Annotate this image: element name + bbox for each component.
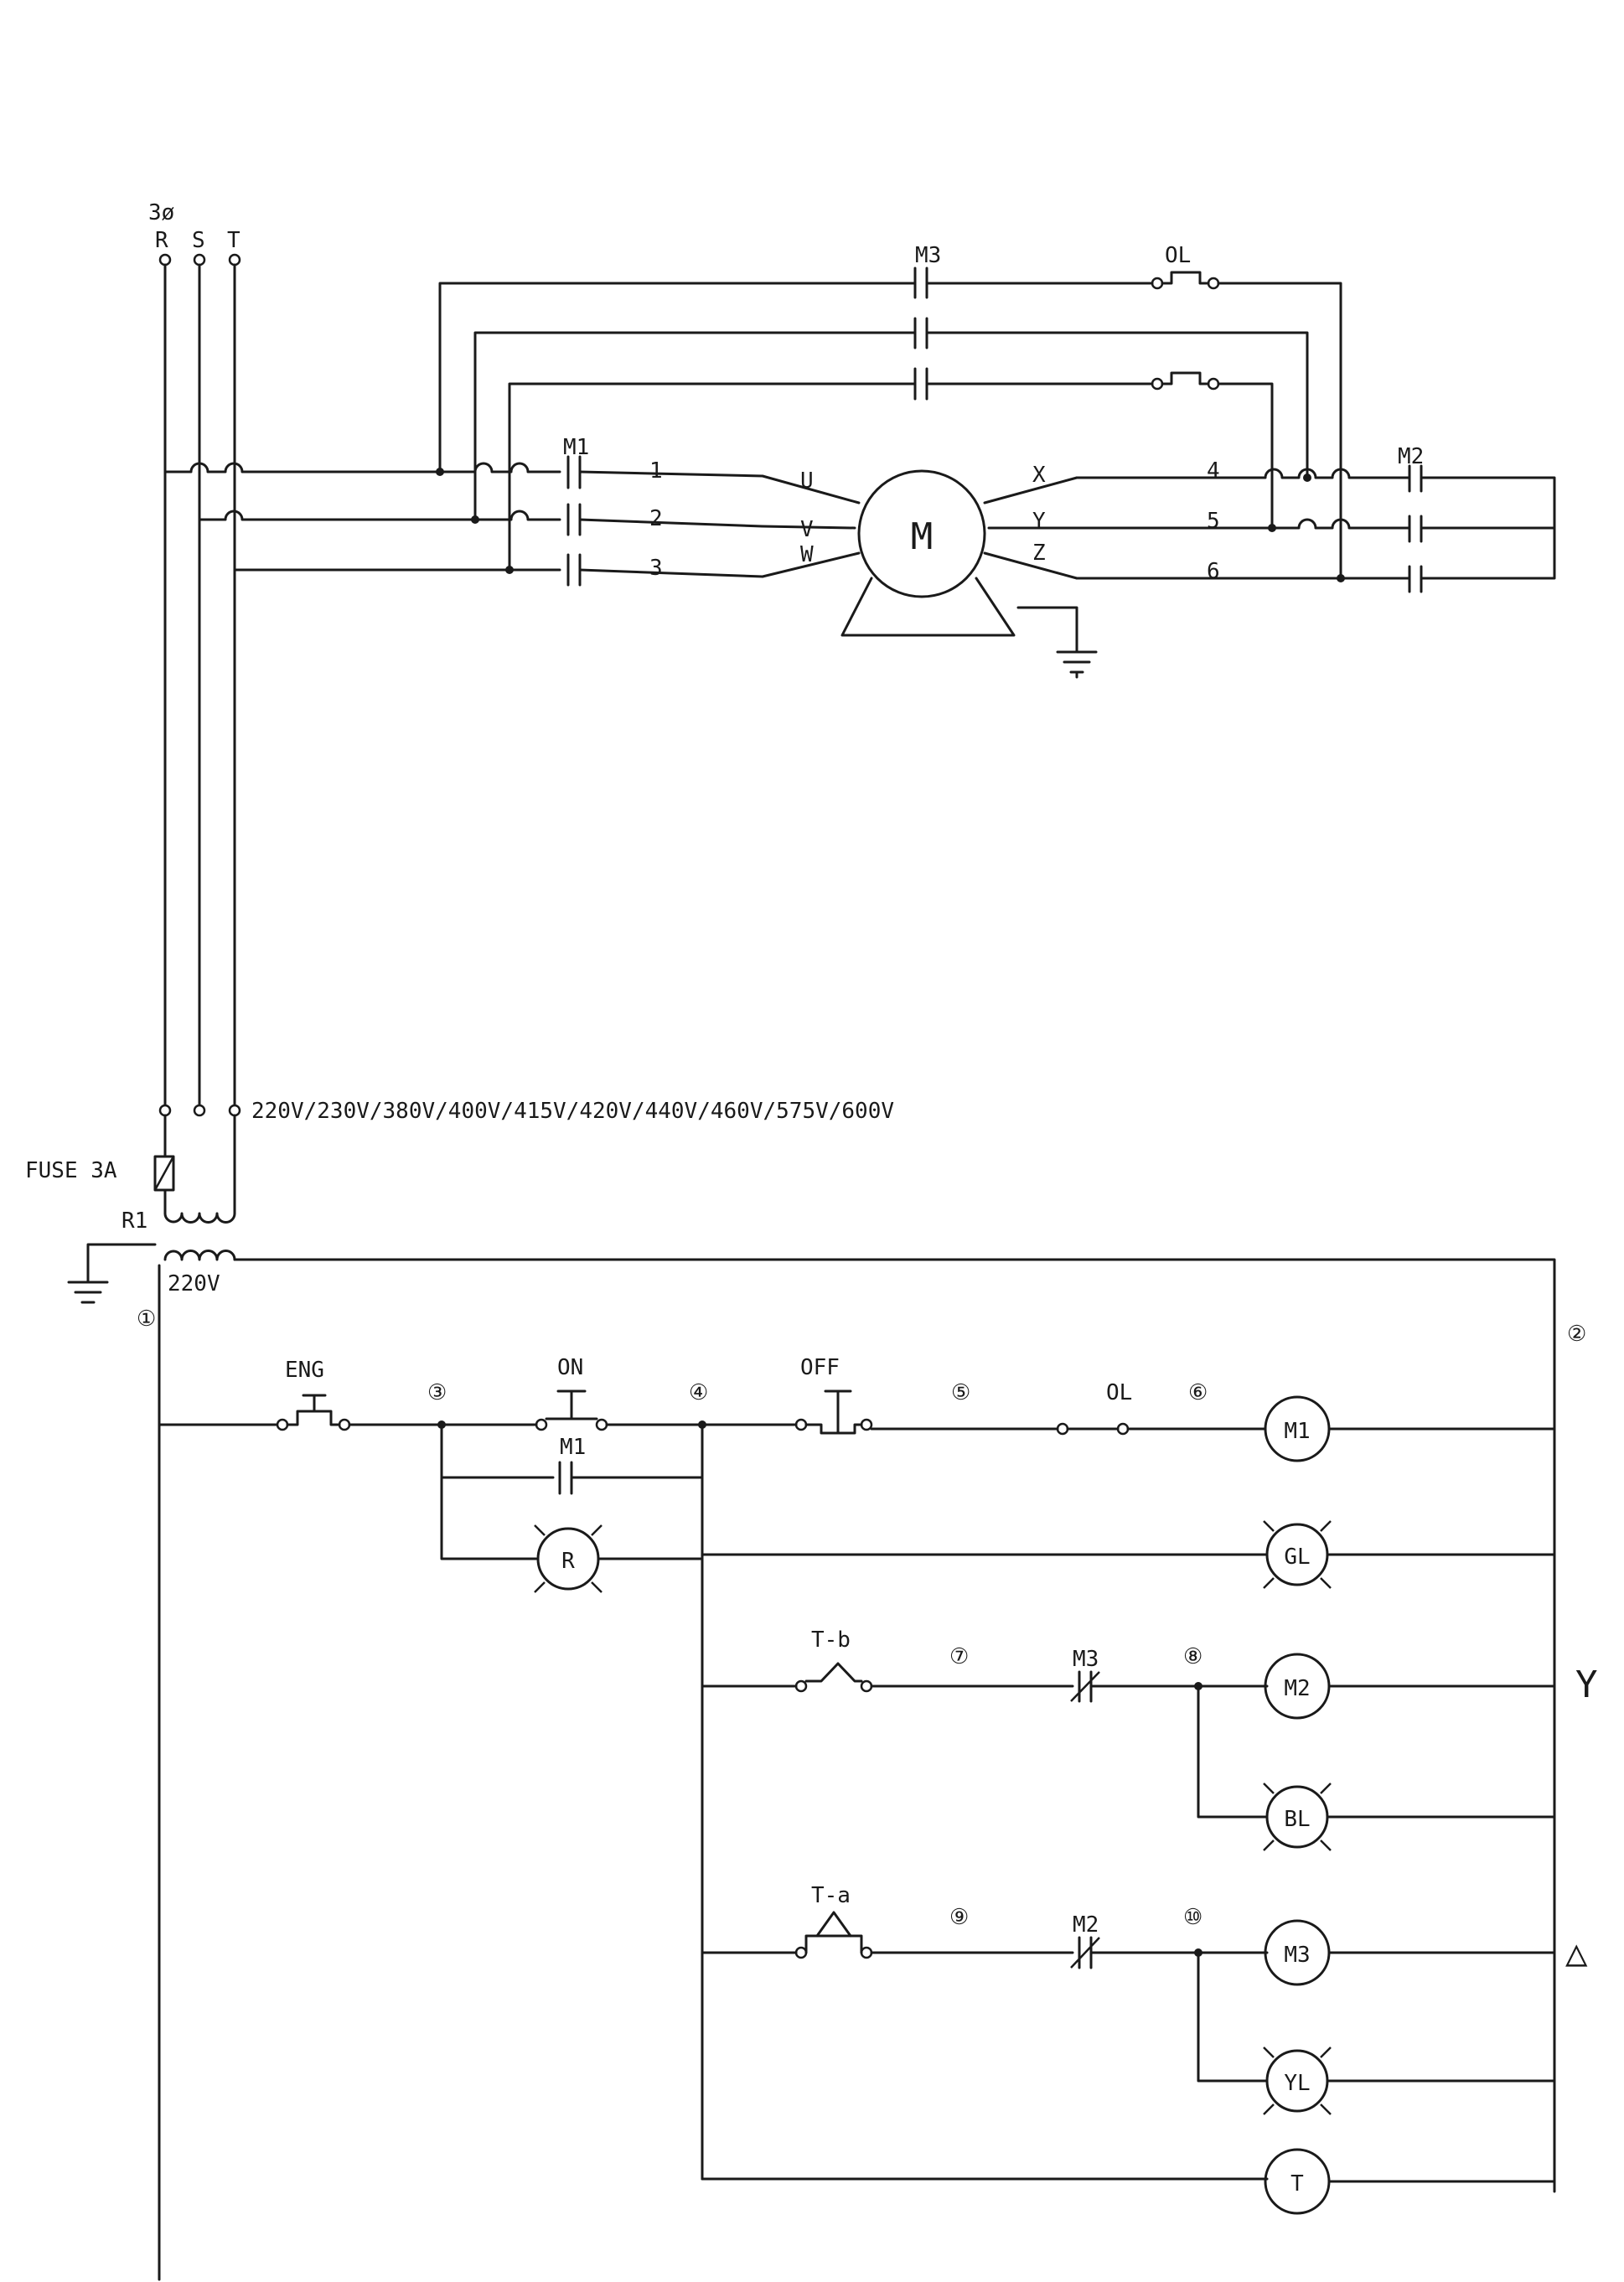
ta-label: T-a <box>811 1883 851 1908</box>
eng-label: ENG <box>285 1358 324 1383</box>
contactor-m3-delta: M3 OL <box>438 243 1342 580</box>
terminal-3-label: 3 <box>649 556 663 581</box>
seal-in-branch: M1 R <box>440 1423 704 2181</box>
timer-ta-contact <box>794 1911 873 1959</box>
node-4: ④ <box>689 1380 708 1405</box>
rung-star: T-b ⑦ M3 ⑧ M2 Y <box>701 1627 1598 1851</box>
terminal-v-label: V <box>800 517 814 542</box>
lamp-bl-label: BL <box>1284 1807 1310 1832</box>
lamp-r-label: R <box>561 1549 575 1574</box>
on-button <box>535 1389 608 1431</box>
fuse-label: FUSE 3A <box>25 1158 117 1183</box>
terminal-1-label: 1 <box>649 458 663 484</box>
phase-label: 3ø <box>148 200 174 225</box>
node-8: ⑧ <box>1183 1644 1202 1669</box>
phase-buses <box>163 462 561 574</box>
lamp-bl: BL <box>1263 1783 1332 1851</box>
voltage-options: 220V/230V/380V/400V/415V/420V/440V/460V/… <box>251 1099 894 1124</box>
transformer-label: R1 <box>122 1208 147 1234</box>
coil-m2: M2 <box>1264 1653 1331 1720</box>
star-label: Y <box>1575 1664 1598 1706</box>
delta-label: △ <box>1565 1932 1588 1974</box>
phase-s-label: S <box>192 228 205 253</box>
terminal-2-label: 2 <box>649 506 663 531</box>
node-6: ⑥ <box>1188 1380 1208 1405</box>
node-9: ⑨ <box>949 1905 969 1930</box>
node-1: ① <box>137 1307 156 1332</box>
coil-m1-label: M1 <box>1284 1419 1310 1444</box>
off-button <box>794 1389 873 1435</box>
coil-m3-label: M3 <box>1284 1943 1310 1968</box>
terminal-u-label: U <box>800 468 814 494</box>
node-10: ⑩ <box>1183 1905 1202 1930</box>
power-circuit: 3ø R S T 220V/230V/380V/400V/415V/420V/4… <box>148 200 1556 1124</box>
contactor-m2-star: M2 <box>1398 444 1556 593</box>
rung-main: ENG ③ ON ④ OFF <box>158 1355 1556 1462</box>
phase-r-label: R <box>155 228 168 253</box>
motor-symbol: M <box>911 515 934 558</box>
timer-tb-contact <box>794 1662 873 1693</box>
terminal-z-label: Z <box>1032 541 1046 566</box>
contactor-m1-main: M1 1 2 3 <box>563 435 764 587</box>
terminal-x-label: X <box>1032 463 1046 488</box>
terminal-w-label: W <box>800 542 814 567</box>
timer-coil: T <box>1264 2148 1331 2215</box>
node-7: ⑦ <box>949 1644 969 1669</box>
transformer <box>163 1212 236 1261</box>
terminal-5-label: 5 <box>1207 509 1220 534</box>
on-label: ON <box>557 1355 583 1380</box>
node-2: ② <box>1567 1322 1586 1347</box>
coil-m3: M3 <box>1264 1919 1331 1986</box>
terminal-4-label: 4 <box>1207 458 1220 484</box>
rung-gl: GL <box>701 1520 1556 1589</box>
motor: U V W M X Y Z <box>761 463 1098 679</box>
terminal-6-label: 6 <box>1207 559 1220 584</box>
ol-control-label: OL <box>1106 1380 1132 1405</box>
lamp-gl-label: GL <box>1284 1545 1310 1570</box>
m2-nc-label: M2 <box>1073 1912 1099 1938</box>
secondary-voltage-label: 220V <box>168 1271 220 1296</box>
rung-delta: T-a ⑨ M2 ⑩ M3 △ <box>701 1883 1588 2115</box>
coil-m1: M1 <box>1264 1395 1331 1462</box>
timer-coil-label: T <box>1290 2171 1304 2197</box>
m1-aux-label: M1 <box>560 1435 586 1460</box>
node-3: ③ <box>427 1380 447 1405</box>
off-label: OFF <box>800 1355 840 1380</box>
m2-star-label: M2 <box>1398 444 1424 469</box>
terminal-y-label: Y <box>1032 509 1046 534</box>
motor-output-lines: 4 5 6 <box>1075 458 1411 584</box>
lamp-yl: YL <box>1263 2047 1332 2115</box>
node-5: ⑤ <box>951 1380 970 1405</box>
lamp-gl: GL <box>1263 1520 1332 1589</box>
tb-label: T-b <box>811 1627 851 1653</box>
supply-lines <box>158 253 241 1117</box>
ol-power-label: OL <box>1165 243 1191 268</box>
lamp-r: R <box>534 1524 603 1593</box>
eng-button <box>276 1394 351 1431</box>
lamp-yl-label: YL <box>1284 2071 1310 2096</box>
m3-nc-label: M3 <box>1073 1647 1099 1672</box>
control-circuit: FUSE 3A R1 220V ① ② ENG <box>25 1114 1598 2281</box>
ol-contact <box>1056 1422 1130 1436</box>
rung-timer: T <box>701 2148 1556 2215</box>
phase-t-label: T <box>227 228 240 253</box>
m3-delta-label: M3 <box>915 243 941 268</box>
coil-m2-label: M2 <box>1284 1676 1310 1701</box>
